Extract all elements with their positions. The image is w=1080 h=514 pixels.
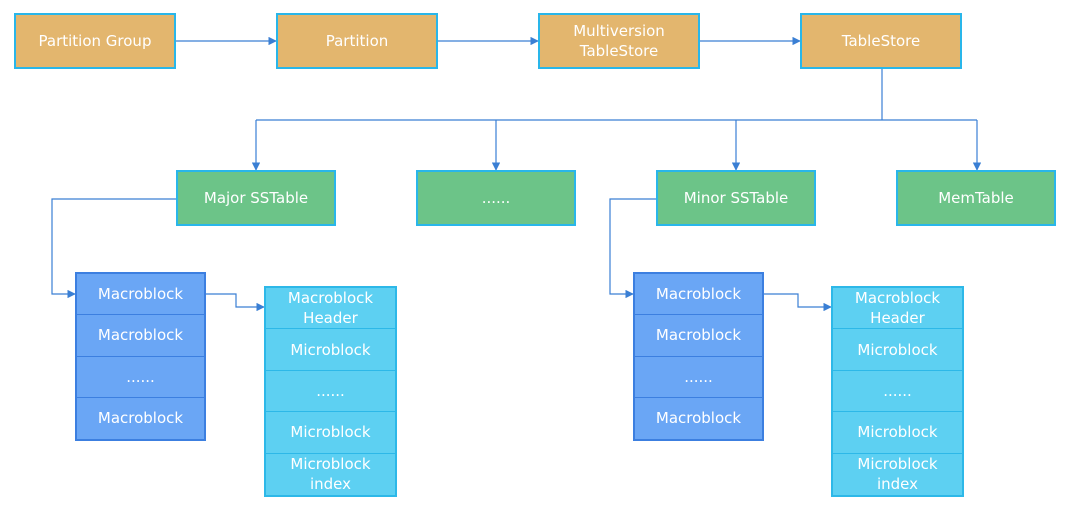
right-macroblock-3: Macroblock [635, 397, 762, 439]
minor-sstable-box: Minor SSTable [656, 170, 816, 226]
right-microblock-2: Microblock [833, 412, 962, 454]
right-microblock-index: Microblock index [833, 453, 962, 496]
left-microblock-stack: Macroblock Header Microblock ...... Micr… [264, 286, 397, 497]
left-macroblock-stack: Macroblock Macroblock ...... Macroblock [75, 272, 206, 441]
right-macroblock-1: Macroblock [635, 274, 762, 316]
left-microblock-index: Microblock index [266, 453, 395, 496]
left-macroblock-1: Macroblock [77, 274, 204, 316]
ellipsis-sstable-box: ...... [416, 170, 576, 226]
left-microblock-1: Microblock [266, 329, 395, 371]
arrow-minor-to-macroblocks [609, 198, 656, 299]
multiversion-tablestore-box: Multiversion TableStore [538, 13, 700, 69]
left-microblock-ellipsis: ...... [266, 370, 395, 413]
left-macroblock-ellipsis: ...... [77, 356, 204, 398]
partition-box: Partition [276, 13, 438, 69]
arrow-left-macro-to-micro [206, 293, 265, 312]
right-macroblock-stack: Macroblock Macroblock ...... Macroblock [633, 272, 764, 441]
right-microblock-1: Microblock [833, 329, 962, 371]
right-macroblock-header: Macroblock Header [833, 288, 962, 330]
tablestore-box: TableStore [800, 13, 962, 69]
arrow-right-macro-to-micro [764, 293, 832, 312]
left-microblock-2: Microblock [266, 412, 395, 454]
arrow-major-to-macroblocks [51, 198, 176, 299]
right-microblock-stack: Macroblock Header Microblock ...... Micr… [831, 286, 964, 497]
left-macroblock-3: Macroblock [77, 397, 204, 439]
left-macroblock-2: Macroblock [77, 315, 204, 357]
memtable-box: MemTable [896, 170, 1056, 226]
right-macroblock-ellipsis: ...... [635, 356, 762, 398]
partition-group-box: Partition Group [14, 13, 176, 69]
major-sstable-box: Major SSTable [176, 170, 336, 226]
right-macroblock-2: Macroblock [635, 315, 762, 357]
right-microblock-ellipsis: ...... [833, 370, 962, 413]
left-macroblock-header: Macroblock Header [266, 288, 395, 330]
